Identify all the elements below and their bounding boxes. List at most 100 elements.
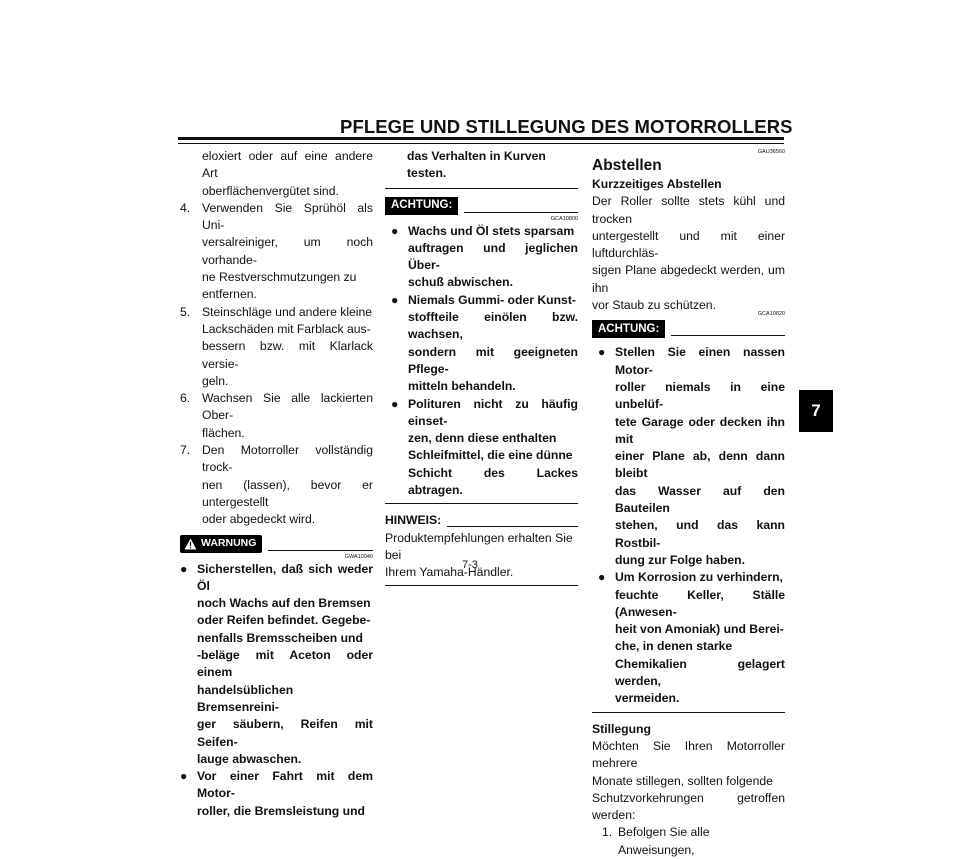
text-line: Sicherstellen, daß sich weder Öl bbox=[197, 561, 373, 593]
text-line: oberflächenvergütet sind. bbox=[202, 183, 339, 198]
text-line: nenfalls Bremsscheiben und bbox=[197, 630, 363, 645]
text-line: geln. bbox=[202, 373, 229, 388]
text-line: tete Garage oder decken ihn mit bbox=[615, 414, 785, 446]
text-line: Schutzvorkehrungen getroffen werden: bbox=[592, 790, 785, 823]
caution-rule bbox=[464, 211, 578, 213]
warning-bullet-1: ● Sicherstellen, daß sich weder Öl noch … bbox=[180, 561, 373, 769]
text-line: zen, denn diese enthalten bbox=[408, 431, 557, 446]
text-line: vor Staub zu schützen. bbox=[592, 298, 716, 313]
text-line: schuß abwischen. bbox=[408, 275, 513, 290]
short-term-text: Der Roller sollte stets kühl und trocken… bbox=[592, 193, 785, 314]
text-line: das Wasser auf den Bauteilen bbox=[615, 483, 785, 516]
list-item-5: 5. Steinschläge und andere kleine Lacksc… bbox=[180, 304, 373, 390]
caution-heading: ACHTUNG: bbox=[592, 318, 785, 339]
caution-end-rule bbox=[385, 503, 578, 505]
storage-item-1: 1. Befolgen Sie alle Anweisungen, bbox=[592, 824, 785, 859]
caution-bullets: ● Stellen Sie einen nassen Motor- roller… bbox=[592, 344, 785, 707]
list-item-4: 4. Verwenden Sie Sprühöl als Uni- versal… bbox=[180, 200, 373, 304]
header-rule-thick bbox=[178, 137, 784, 140]
note-label: HINWEIS: bbox=[385, 513, 442, 528]
bullet-dot: ● bbox=[598, 570, 606, 585]
bullet-dot: ● bbox=[598, 345, 606, 360]
subheading-short-term: Kurzzeitiges Abstellen bbox=[592, 177, 722, 191]
warning-label: WARNUNG bbox=[201, 536, 257, 549]
text-line: Verwenden Sie Sprühöl als Uni- bbox=[202, 200, 373, 233]
continued-text: das Verhalten in Kurven testen. bbox=[407, 149, 546, 181]
text-line: Steinschläge und andere kleine bbox=[202, 304, 373, 319]
continued-text: eloxiert oder auf eine andere Art oberfl… bbox=[180, 148, 373, 200]
list-item-7: 7. Den Motorroller vollständig trock- ne… bbox=[180, 442, 373, 528]
text-line: ne Restverschmutzungen zu bbox=[202, 270, 357, 285]
caution-badge: ACHTUNG: bbox=[385, 196, 459, 215]
text-line: Wachs und Öl stets sparsam bbox=[408, 223, 575, 238]
text-line: einer Plane ab, denn dann bleibt bbox=[615, 449, 785, 481]
warning-bullet-2: ● Vor einer Fahrt mit dem Motor- roller,… bbox=[180, 768, 373, 820]
warning-badge: WARNUNG bbox=[180, 534, 263, 553]
text-line: dung zur Folge haben. bbox=[615, 552, 745, 567]
text-line: Schicht des Lackes abtragen. bbox=[408, 465, 578, 498]
header-rule-thin bbox=[178, 143, 784, 144]
storage-text: Möchten Sie Ihren Motorroller mehrere Mo… bbox=[592, 738, 785, 824]
text-line: Niemals Gummi- oder Kunst- bbox=[408, 292, 576, 307]
caution-end-rule bbox=[592, 711, 785, 713]
page-number: 7-3 bbox=[462, 559, 478, 571]
text-line: Chemikalien gelagert werden, bbox=[615, 656, 785, 689]
text-line: Den Motorroller vollständig trock- bbox=[202, 443, 373, 475]
text-line: flächen. bbox=[202, 425, 245, 440]
item-number: 5. bbox=[180, 304, 191, 319]
text-line: sigen Plane abgedeckt werden, um ihn bbox=[592, 263, 785, 295]
caution-code: GCA10800 bbox=[550, 215, 578, 222]
subheading-storage: Stillegung bbox=[592, 721, 651, 736]
text-line: ger säubern, Reifen mit Seifen- bbox=[197, 717, 373, 749]
text-line: eloxiert oder auf eine andere Art bbox=[202, 149, 373, 181]
chapter-tab: 7 bbox=[799, 390, 833, 432]
text-line: oder Reifen befindet. Gegebe- bbox=[197, 613, 371, 628]
bullet-dot: ● bbox=[391, 396, 399, 411]
text-line: -beläge mit Aceton oder einem bbox=[197, 648, 373, 680]
warning-bullets: ● Sicherstellen, daß sich weder Öl noch … bbox=[180, 561, 373, 820]
caution-bullets: ● Wachs und Öl stets sparsam auftragen u… bbox=[385, 223, 578, 500]
text-line: nen (lassen), bevor er untergestellt bbox=[202, 477, 373, 509]
text-line: sondern mit geeigneten Pflege- bbox=[408, 344, 578, 376]
caution-bullet-2: ● Niemals Gummi- oder Kunst- stoffteile … bbox=[391, 292, 578, 396]
text-line: untergestellt und mit einer luftdurchläs… bbox=[592, 228, 785, 261]
text-line: bessern bzw. mit Klarlack versie- bbox=[202, 339, 373, 371]
item-number: 6. bbox=[180, 391, 191, 406]
page-header-title: PFLEGE UND STILLEGUNG DES MOTORROLLERS bbox=[340, 116, 793, 137]
caution-bullet-2: ● Um Korrosion zu verhindern, feuchte Ke… bbox=[598, 569, 785, 707]
text-line: mitteln behandeln. bbox=[408, 379, 516, 394]
note-rule bbox=[447, 525, 578, 527]
note-heading: HINWEIS: bbox=[385, 512, 578, 529]
text-line: lauge abwaschen. bbox=[197, 751, 302, 766]
text-line: stehen, und das kann Rostbil- bbox=[615, 518, 785, 550]
warning-rule bbox=[268, 549, 373, 551]
caution-code: GCA10820 bbox=[757, 311, 785, 318]
text-line: Lackschäden mit Farblack aus- bbox=[202, 321, 371, 336]
column-middle: das Verhalten in Kurven testen. ACHTUNG:… bbox=[385, 148, 578, 594]
section-code: GAU36560 bbox=[757, 149, 785, 155]
warning-code: GWA10940 bbox=[344, 553, 373, 560]
text-line: Um Korrosion zu verhindern, bbox=[615, 570, 783, 585]
warning-end-rule bbox=[385, 187, 578, 189]
text-line: roller niemals in eine unbelüf- bbox=[615, 379, 785, 412]
item-number: 4. bbox=[180, 200, 191, 215]
caution-heading: ACHTUNG: bbox=[385, 195, 578, 215]
text-line: Wachsen Sie alle lackierten Ober- bbox=[202, 391, 373, 423]
note-text: Produktempfehlungen erhalten Sie bei Ihr… bbox=[385, 530, 578, 582]
column-right: GAU36560 Abstellen Kurzzeitiges Abstelle… bbox=[592, 148, 785, 859]
caution-badge: ACHTUNG: bbox=[592, 320, 666, 339]
caution-bullet-1: ● Stellen Sie einen nassen Motor- roller… bbox=[598, 344, 785, 569]
text-line: Befolgen Sie alle Anweisungen, bbox=[618, 825, 710, 857]
text-line: auftragen und jeglichen Über- bbox=[408, 240, 578, 273]
bullet-dot: ● bbox=[391, 223, 399, 238]
text-line: feuchte Keller, Ställe (Anwesen- bbox=[615, 587, 785, 619]
item-number: 7. bbox=[180, 443, 191, 458]
note-end-rule bbox=[385, 584, 578, 586]
bullet-dot: ● bbox=[180, 769, 188, 784]
text-line: che, in denen starke bbox=[615, 639, 733, 654]
text-line: Monate stillegen, sollten folgende bbox=[592, 773, 773, 788]
text-line: Vor einer Fahrt mit dem Motor- bbox=[197, 769, 373, 801]
text-line: Ihrem Yamaha-Händler. bbox=[385, 565, 514, 580]
column-left: eloxiert oder auf eine andere Art oberfl… bbox=[180, 148, 373, 820]
text-line: Produktempfehlungen erhalten Sie bei bbox=[385, 530, 573, 562]
